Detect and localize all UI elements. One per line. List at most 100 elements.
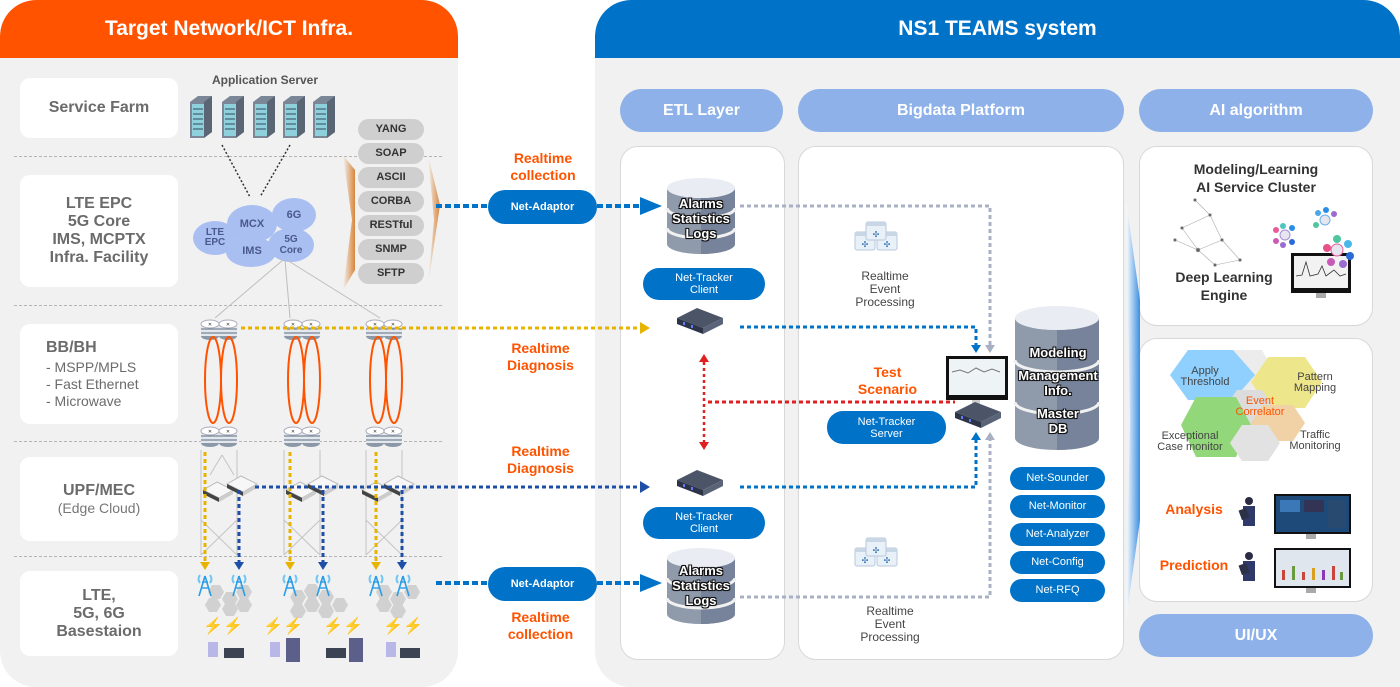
hex-line: Pattern xyxy=(1297,371,1333,383)
db-label: Statistics xyxy=(672,578,730,593)
layer-divider xyxy=(14,441,442,442)
engine-line: Deep Learning xyxy=(1175,269,1273,285)
realtime-event-processing-bottom: Realtime Event Processing xyxy=(840,605,940,644)
ns1-teams-title: NS1 TEAMS system xyxy=(595,0,1400,58)
target-network-panel: Target Network/ICT Infra. Service Farm L… xyxy=(0,0,458,687)
layer-label: 5G Core xyxy=(67,213,131,230)
cloud-5g-core: 5G Core xyxy=(279,234,303,256)
db-label: Management xyxy=(1018,368,1098,383)
layer-label: BB/BH xyxy=(46,338,97,356)
tool-net-sounder[interactable]: Net-Sounder xyxy=(1010,467,1105,490)
layer-item: - Fast Ethernet xyxy=(46,375,139,392)
hex-line: Traffic xyxy=(1300,429,1330,441)
pill-line: Server xyxy=(870,427,903,440)
pill-line: Net-Tracker xyxy=(675,511,733,523)
tool-net-config[interactable]: Net-Config xyxy=(1010,551,1105,574)
layer-label: Infra. Facility xyxy=(49,249,149,266)
layer-item: - Microwave xyxy=(46,392,122,409)
db-label: Modeling xyxy=(1029,345,1087,360)
layer-label: UPF/MEC xyxy=(63,481,135,499)
cloud-lte-epc: LTE EPC xyxy=(204,227,226,248)
tool-net-analyzer[interactable]: Net-Analyzer xyxy=(1010,523,1105,546)
category-ai-algorithm: AI algorithm xyxy=(1139,89,1373,132)
etl-db-top: Alarms Statistics Logs xyxy=(662,196,740,241)
protocol-snmp: SNMP xyxy=(358,239,424,260)
label-realtime-diagnosis-2: Realtime Diagnosis xyxy=(507,443,574,476)
hex-line: Correlator xyxy=(1235,406,1285,418)
uiux-pill: UI/UX xyxy=(1139,614,1373,657)
label-realtime-collection-top: Realtime collection xyxy=(510,150,576,183)
hex-pattern-mapping: Pattern Mapping xyxy=(1280,372,1350,394)
ai-cluster-title: Modeling/Learning AI Service Cluster xyxy=(1139,160,1373,196)
engine-line: Engine xyxy=(1200,287,1248,303)
layer-bb-bh: BB/BH - MSPP/MPLS - Fast Ethernet - Micr… xyxy=(20,324,178,424)
rep-line: Event xyxy=(874,617,906,631)
db-label: Logs xyxy=(685,226,717,241)
rep-line: Realtime xyxy=(866,604,914,618)
tool-net-monitor[interactable]: Net-Monitor xyxy=(1010,495,1105,518)
db-label: Logs xyxy=(685,593,717,608)
pill-line: Net-Tracker xyxy=(857,415,916,428)
protocol-restful: RESTful xyxy=(358,215,424,236)
tool-net-rfq[interactable]: Net-RFQ xyxy=(1010,579,1105,602)
layer-item: - MSPP/MPLS xyxy=(46,358,137,375)
cloud-6g: 6G xyxy=(286,209,302,221)
label-realtime-collection-bottom: Realtime collection xyxy=(507,609,574,642)
hex-exceptional-case-monitor: Exceptional Case monitor xyxy=(1150,431,1230,453)
etl-db-bottom: Alarms Statistics Logs xyxy=(662,563,740,608)
hex-traffic-monitoring: Traffic Monitoring xyxy=(1280,430,1350,452)
label-test-scenario: Test Scenario xyxy=(857,364,918,397)
layer-upf-mec: UPF/MEC (Edge Cloud) xyxy=(20,457,178,541)
cloud-mcx: MCX xyxy=(239,218,265,230)
rep-line: Processing xyxy=(855,295,915,309)
net-adaptor-bottom[interactable]: Net-Adaptor xyxy=(488,567,597,601)
layer-label: LTE, xyxy=(82,586,116,604)
prediction-label: Prediction xyxy=(1159,557,1229,573)
layer-label: 5G, 6G xyxy=(73,604,125,622)
title-line: AI Service Cluster xyxy=(1196,179,1316,195)
analysis-label: Analysis xyxy=(1165,501,1223,517)
cloud-ims: IMS xyxy=(242,245,262,257)
layer-service-farm: Service Farm xyxy=(20,78,178,138)
layer-label: Basestaion xyxy=(56,622,142,640)
db-label: Alarms xyxy=(678,196,724,211)
protocol-soap: SOAP xyxy=(358,143,424,164)
hex-apply-threshold: Apply Threshold xyxy=(1170,366,1240,388)
db-label: Info. xyxy=(1044,383,1072,398)
db-label: DB xyxy=(1048,421,1068,436)
db-label: Alarms xyxy=(678,563,724,578)
rep-line: Processing xyxy=(860,630,920,644)
hex-event-correlator: Event Correlator xyxy=(1222,396,1298,418)
pill-line: Net-Tracker xyxy=(675,272,733,284)
layer-divider xyxy=(14,305,442,306)
hex-line: Exceptional xyxy=(1161,430,1219,442)
layer-basestation: LTE, 5G, 6G Basestaion xyxy=(20,571,178,656)
protocol-ascii: ASCII xyxy=(358,167,424,188)
label-realtime-diagnosis-1: Realtime Diagnosis xyxy=(507,340,574,373)
protocol-sftp: SFTP xyxy=(358,263,424,284)
hex-line: Monitoring xyxy=(1289,440,1341,452)
net-adaptor-top[interactable]: Net-Adaptor xyxy=(488,190,597,224)
hex-line: Event xyxy=(1245,395,1275,407)
application-server-label: Application Server xyxy=(211,73,319,87)
category-bigdata-platform: Bigdata Platform xyxy=(798,89,1124,132)
deep-learning-engine: Deep Learning Engine xyxy=(1162,268,1286,304)
layer-label: Service Farm xyxy=(48,99,150,116)
layer-divider xyxy=(14,556,442,557)
pill-line: Client xyxy=(689,284,719,296)
hex-line: Mapping xyxy=(1293,382,1337,394)
rep-line: Realtime xyxy=(861,269,909,283)
master-db: Modeling Management Info. Master DB xyxy=(1012,345,1104,436)
category-etl-layer: ETL Layer xyxy=(620,89,783,132)
rep-line: Event xyxy=(869,282,901,296)
layer-sub: (Edge Cloud) xyxy=(57,499,141,516)
layer-label: LTE EPC xyxy=(65,195,133,212)
pill-line: Client xyxy=(689,523,719,535)
hex-line: Threshold xyxy=(1180,376,1230,388)
protocol-yang: YANG xyxy=(358,119,424,140)
target-network-title: Target Network/ICT Infra. xyxy=(0,0,458,58)
db-label: Master xyxy=(1037,406,1079,421)
